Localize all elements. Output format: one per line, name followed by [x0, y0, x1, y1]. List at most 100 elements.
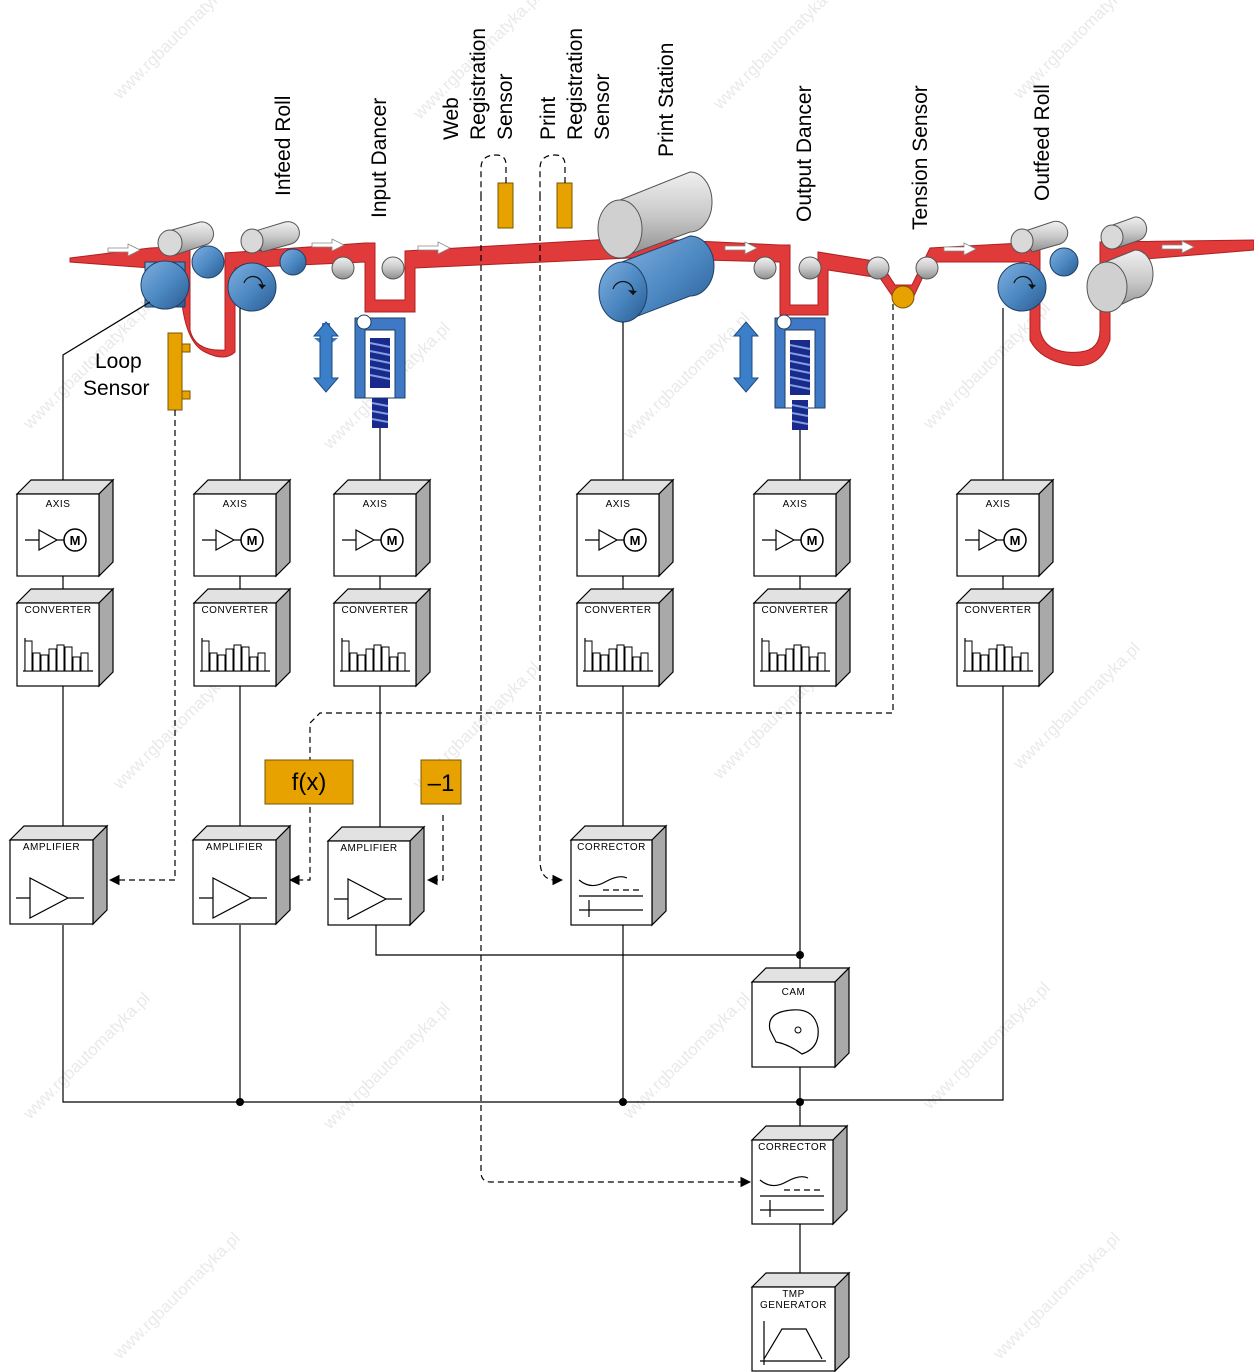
axis-label: AXIS [363, 499, 388, 510]
axis-label: AXIS [606, 499, 631, 510]
corrector-label: CORRECTOR [758, 1142, 827, 1153]
rolls [140, 171, 1154, 323]
motor-icon [800, 528, 824, 552]
top-labels: Infeed Roll Input Dancer Web Registratio… [272, 28, 1054, 230]
input-dancer [312, 314, 406, 428]
axis-block: AXIS M [575, 478, 675, 578]
invert-label: –1 [428, 770, 455, 797]
outfeed-drive-roll [997, 220, 1079, 312]
infeed-drive-roll [227, 221, 307, 312]
converter-block: CONVERTER [955, 587, 1055, 688]
loop-sensor [167, 332, 191, 411]
cam-label: CAM [782, 987, 806, 998]
watermark: www.rgbautomatyka.pl [109, 1228, 244, 1363]
axis-label: AXIS [223, 499, 248, 510]
watermark: www.rgbautomatyka.pl [989, 1228, 1124, 1363]
flow-arrow-icon [943, 242, 977, 256]
watermark: www.rgbautomatyka.pl [619, 308, 754, 443]
axis-block: AXIS M [192, 478, 292, 578]
watermark: www.rgbautomatyka.pl [109, 0, 244, 104]
amplifier-label: AMPLIFIER [206, 842, 263, 853]
converter-label: CONVERTER [761, 605, 828, 616]
amplifier-block: AMPLIFIER [326, 825, 426, 927]
axis-block: AXIS M [752, 478, 852, 578]
tension-sensor [891, 285, 915, 309]
converter-block: CONVERTER [752, 587, 852, 688]
idler-roll [866, 256, 890, 280]
print-reg-sensor-label-3: Sensor [591, 73, 614, 140]
watermark: www.rgbautomatyka.pl [1009, 0, 1144, 104]
flow-arrow-icon [107, 243, 141, 257]
corrector-label: CORRECTOR [577, 842, 646, 853]
fx-block [264, 759, 354, 805]
tmp-generator-label-1: TMP [782, 1289, 805, 1300]
watermark: www.rgbautomatyka.pl [319, 998, 454, 1133]
print-station-rolls [597, 171, 715, 323]
flow-arrow-icon [1161, 240, 1195, 254]
idler-roll [381, 256, 405, 280]
motor-icon [1003, 528, 1027, 552]
corrector-block: CORRECTOR [750, 1124, 849, 1226]
watermark: www.rgbautomatyka.pl [619, 988, 754, 1123]
converter-label: CONVERTER [24, 605, 91, 616]
print-station-label: Print Station [655, 43, 678, 157]
corrector-block: CORRECTOR [569, 824, 668, 927]
output-dancer-label: Output Dancer [793, 85, 816, 222]
up-down-arrow-icon [732, 321, 760, 393]
motor-label: M [70, 533, 81, 548]
trapezoid-profile-icon [763, 1328, 823, 1360]
converter-label: CONVERTER [964, 605, 1031, 616]
idler-roll [331, 256, 355, 280]
converter-label: CONVERTER [201, 605, 268, 616]
function-blocks: f(x) –1 [264, 759, 462, 805]
motor-icon [240, 528, 264, 552]
motor-label: M [247, 533, 258, 548]
cam-block: CAM [750, 966, 851, 1069]
amplifier-icon [334, 878, 402, 920]
wires [62, 195, 1004, 1275]
amplifier-label: AMPLIFIER [23, 842, 80, 853]
cam-icon [768, 1009, 819, 1055]
loop-sensor-label-1: Loop [95, 350, 142, 373]
watermark: www.rgbautomatyka.pl [19, 988, 154, 1123]
outfeed-pinch-roll [1086, 216, 1154, 313]
print-registration-sensor [556, 182, 573, 229]
web-registration-sensor [497, 182, 514, 229]
amplifier-icon [199, 877, 267, 919]
converter-block: CONVERTER [192, 587, 292, 688]
invert-block [420, 759, 462, 805]
idler-roll [915, 256, 939, 280]
converter-block: CONVERTER [332, 587, 432, 688]
motor-label: M [1010, 533, 1021, 548]
tension-sensor-label: Tension Sensor [909, 85, 932, 230]
flow-arrow-icon [417, 241, 451, 255]
outfeed-roll-label: Outfeed Roll [1031, 84, 1054, 201]
amplifier-block: AMPLIFIER [8, 824, 109, 926]
web-reg-sensor-label-3: Sensor [494, 73, 517, 140]
converter-block: CONVERTER [15, 587, 115, 688]
print-reg-sensor-label-1: Print [537, 97, 560, 140]
fx-label: f(x) [292, 769, 327, 796]
motor-label: M [630, 533, 641, 548]
infeed-pinch-roll [140, 221, 225, 310]
converter-label: CONVERTER [584, 605, 651, 616]
axis-label: AXIS [783, 499, 808, 510]
converter-label: CONVERTER [341, 605, 408, 616]
web-path [69, 237, 1254, 367]
motor-icon [380, 528, 404, 552]
motor-icon [63, 528, 87, 552]
amplifier-block: AMPLIFIER [191, 824, 292, 926]
motor-label: M [807, 533, 818, 548]
converter-block: CONVERTER [575, 587, 675, 688]
input-dancer-label: Input Dancer [368, 98, 391, 218]
loop-sensor-label-2: Sensor [83, 377, 150, 400]
web-reg-sensor-label-1: Web [440, 97, 463, 140]
idler-roll [798, 256, 822, 280]
flow-arrow-icon [311, 238, 345, 252]
